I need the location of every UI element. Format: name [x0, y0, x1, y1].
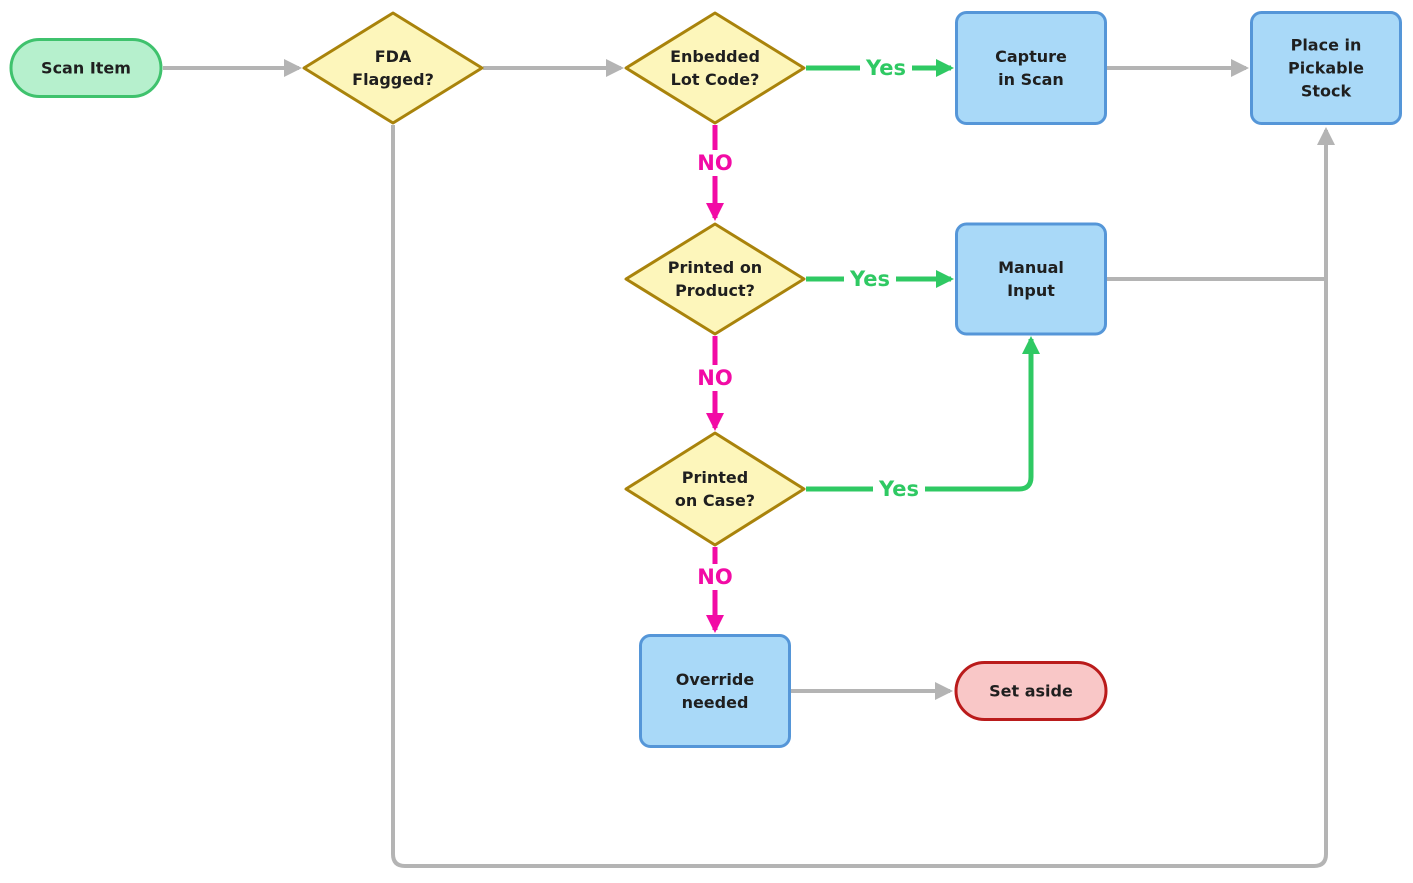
node-shape-rect: [955, 222, 1107, 336]
edge-fda-no-loop: [391, 125, 1335, 868]
edge-case-yes-manual: [806, 336, 1040, 492]
edge-label-no: NO: [697, 366, 732, 390]
node-shape-stadium: [954, 661, 1108, 721]
node-shape-diamond: [624, 431, 806, 547]
edge-label-bg: [696, 365, 734, 391]
edge-label-bg: [696, 150, 734, 176]
node-shape-diamond: [624, 222, 806, 336]
node-shape-rect: [955, 11, 1107, 125]
edge-label-bg: [873, 476, 925, 502]
node-shape-stadium: [9, 38, 163, 98]
node-scan-item: Scan Item: [9, 38, 163, 98]
edge-label-bg: [860, 55, 912, 81]
node-shape-diamond: [624, 11, 806, 125]
node-label: Set aside: [989, 682, 1073, 701]
edge-label-yes: Yes: [849, 267, 890, 291]
edge-label-no: NO: [697, 151, 732, 175]
edge-label-no: NO: [697, 565, 732, 589]
edge-label-yes: Yes: [865, 56, 906, 80]
node-shape-rect: [1250, 11, 1402, 125]
node-label: Scan Item: [41, 59, 131, 78]
edge-label-bg: [696, 564, 734, 590]
node-shape-rect: [639, 634, 791, 748]
node-set-aside: Set aside: [954, 661, 1108, 721]
edge-label-yes: Yes: [878, 477, 919, 501]
edge-label-bg: [844, 266, 896, 292]
node-shape-diamond: [302, 11, 484, 125]
